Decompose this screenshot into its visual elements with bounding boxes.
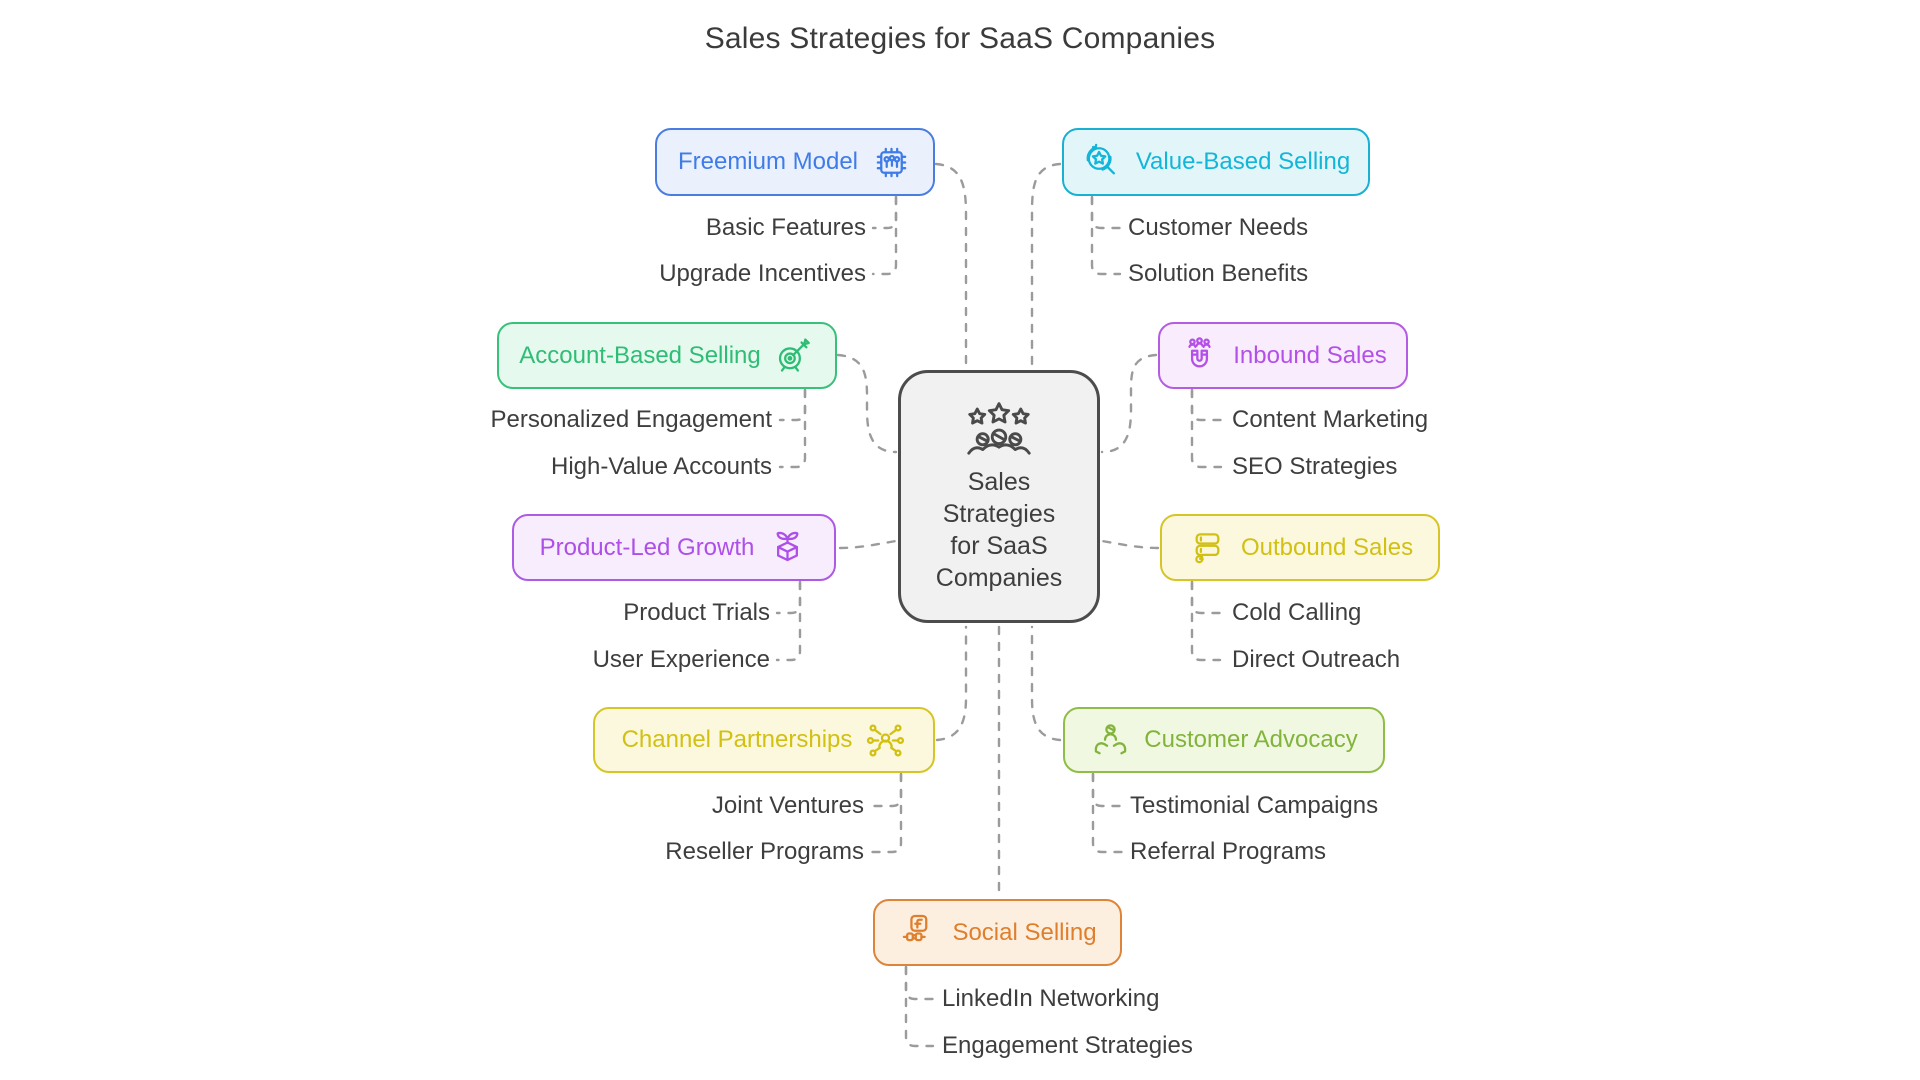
subtopic-solution-benefits: Solution Benefits xyxy=(1128,260,1309,287)
branch-label: Social Selling xyxy=(952,918,1097,946)
subtopic-cold-calling: Cold Calling xyxy=(1232,599,1362,626)
branch-account-based-selling: Account-Based Selling xyxy=(497,322,837,389)
connector-center-value xyxy=(1030,162,1062,372)
connector-center-inbound xyxy=(1100,353,1158,454)
branch-product-led-growth: Product-Led Growth xyxy=(512,514,836,581)
subtopic-seo-strategies: SEO Strategies xyxy=(1232,453,1398,480)
connector-inbound-sub2 xyxy=(1190,388,1223,469)
subtopic-content-marketing: Content Marketing xyxy=(1232,406,1429,433)
branch-customer-advocacy: Customer Advocacy xyxy=(1063,707,1385,773)
connector-advocacy-sub1 xyxy=(1091,772,1126,808)
connector-product-sub2 xyxy=(775,580,802,662)
social-plug-icon xyxy=(898,912,939,953)
branch-label: Value-Based Selling xyxy=(1135,148,1351,175)
subtopic-testimonial-campaigns: Testimonial Campaigns xyxy=(1130,792,1379,819)
connector-inbound-sub1 xyxy=(1190,388,1228,422)
subtopic-joint-ventures: Joint Ventures xyxy=(711,792,864,819)
connector-center-outbound xyxy=(1100,539,1160,550)
connector-freemium-sub2 xyxy=(871,195,898,276)
subtopic-customer-needs: Customer Needs xyxy=(1128,214,1309,241)
list-call-icon xyxy=(1187,527,1228,568)
connector-center-channel xyxy=(935,625,968,742)
connector-freemium-sub1 xyxy=(871,195,898,230)
connector-center-account xyxy=(836,353,898,454)
subtopic-upgrade-incentives: Upgrade Incentives xyxy=(659,260,866,287)
chip-icon xyxy=(871,142,912,183)
branch-freemium-model: Freemium Model xyxy=(655,128,935,196)
target-dart-icon xyxy=(774,335,815,376)
branch-label: Freemium Model xyxy=(677,148,859,175)
subtopic-product-trials: Product Trials xyxy=(623,599,770,626)
center-node: Sales Strategies for SaaS Companies xyxy=(898,370,1100,623)
team-stars-icon xyxy=(961,400,1037,458)
branch-label: Product-Led Growth xyxy=(539,533,755,561)
connector-outbound-sub2 xyxy=(1190,580,1222,662)
branch-label: Outbound Sales xyxy=(1240,533,1414,561)
hands-person-icon xyxy=(1090,720,1131,761)
subtopic-linkedin-networking: LinkedIn Networking xyxy=(942,985,1160,1012)
connector-channel-sub1 xyxy=(869,772,903,808)
connector-social-sub1 xyxy=(904,965,937,1001)
subtopic-referral-programs: Referral Programs xyxy=(1130,838,1327,865)
connector-social-sub2 xyxy=(904,965,935,1048)
network-person-icon xyxy=(865,720,906,761)
subtopic-high-value-accounts: High-Value Accounts xyxy=(550,453,772,480)
subtopic-direct-outreach: Direct Outreach xyxy=(1232,646,1401,673)
branch-inbound-sales: Inbound Sales xyxy=(1158,322,1408,389)
connector-advocacy-sub2 xyxy=(1091,772,1124,854)
branch-label: Channel Partnerships xyxy=(621,726,853,753)
branch-label: Account-Based Selling xyxy=(519,341,761,369)
connector-center-freemium xyxy=(934,162,968,372)
search-star-icon xyxy=(1082,142,1123,183)
subtopic-engagement-strategies: Engagement Strategies xyxy=(942,1032,1193,1059)
branch-social-selling: Social Selling xyxy=(873,899,1122,966)
branch-label: Inbound Sales xyxy=(1233,341,1387,369)
branch-label: Customer Advocacy xyxy=(1144,726,1358,753)
connector-channel-sub2 xyxy=(869,772,903,854)
subtopic-personalized-engagement: Personalized Engagement xyxy=(490,406,772,433)
center-node-label: Sales Strategies for SaaS Companies xyxy=(935,467,1063,592)
branch-outbound-sales: Outbound Sales xyxy=(1160,514,1440,581)
connector-value-sub2 xyxy=(1090,195,1122,276)
connector-product-sub1 xyxy=(775,580,802,615)
connector-value-sub1 xyxy=(1090,195,1122,230)
subtopic-user-experience: User Experience xyxy=(592,646,770,673)
connector-outbound-sub1 xyxy=(1190,580,1228,615)
connector-account-sub1 xyxy=(778,388,807,422)
branch-channel-partnerships: Channel Partnerships xyxy=(593,707,935,773)
connector-center-product xyxy=(838,539,898,550)
connector-center-advocacy xyxy=(1030,625,1062,742)
growth-box-icon xyxy=(767,527,808,568)
page-title: Sales Strategies for SaaS Companies xyxy=(704,22,1216,55)
connector-account-sub2 xyxy=(778,388,807,469)
branch-value-based-selling: Value-Based Selling xyxy=(1062,128,1370,196)
subtopic-basic-features: Basic Features xyxy=(705,214,866,241)
subtopic-reseller-programs: Reseller Programs xyxy=(665,838,864,865)
magnet-people-icon xyxy=(1179,335,1220,376)
